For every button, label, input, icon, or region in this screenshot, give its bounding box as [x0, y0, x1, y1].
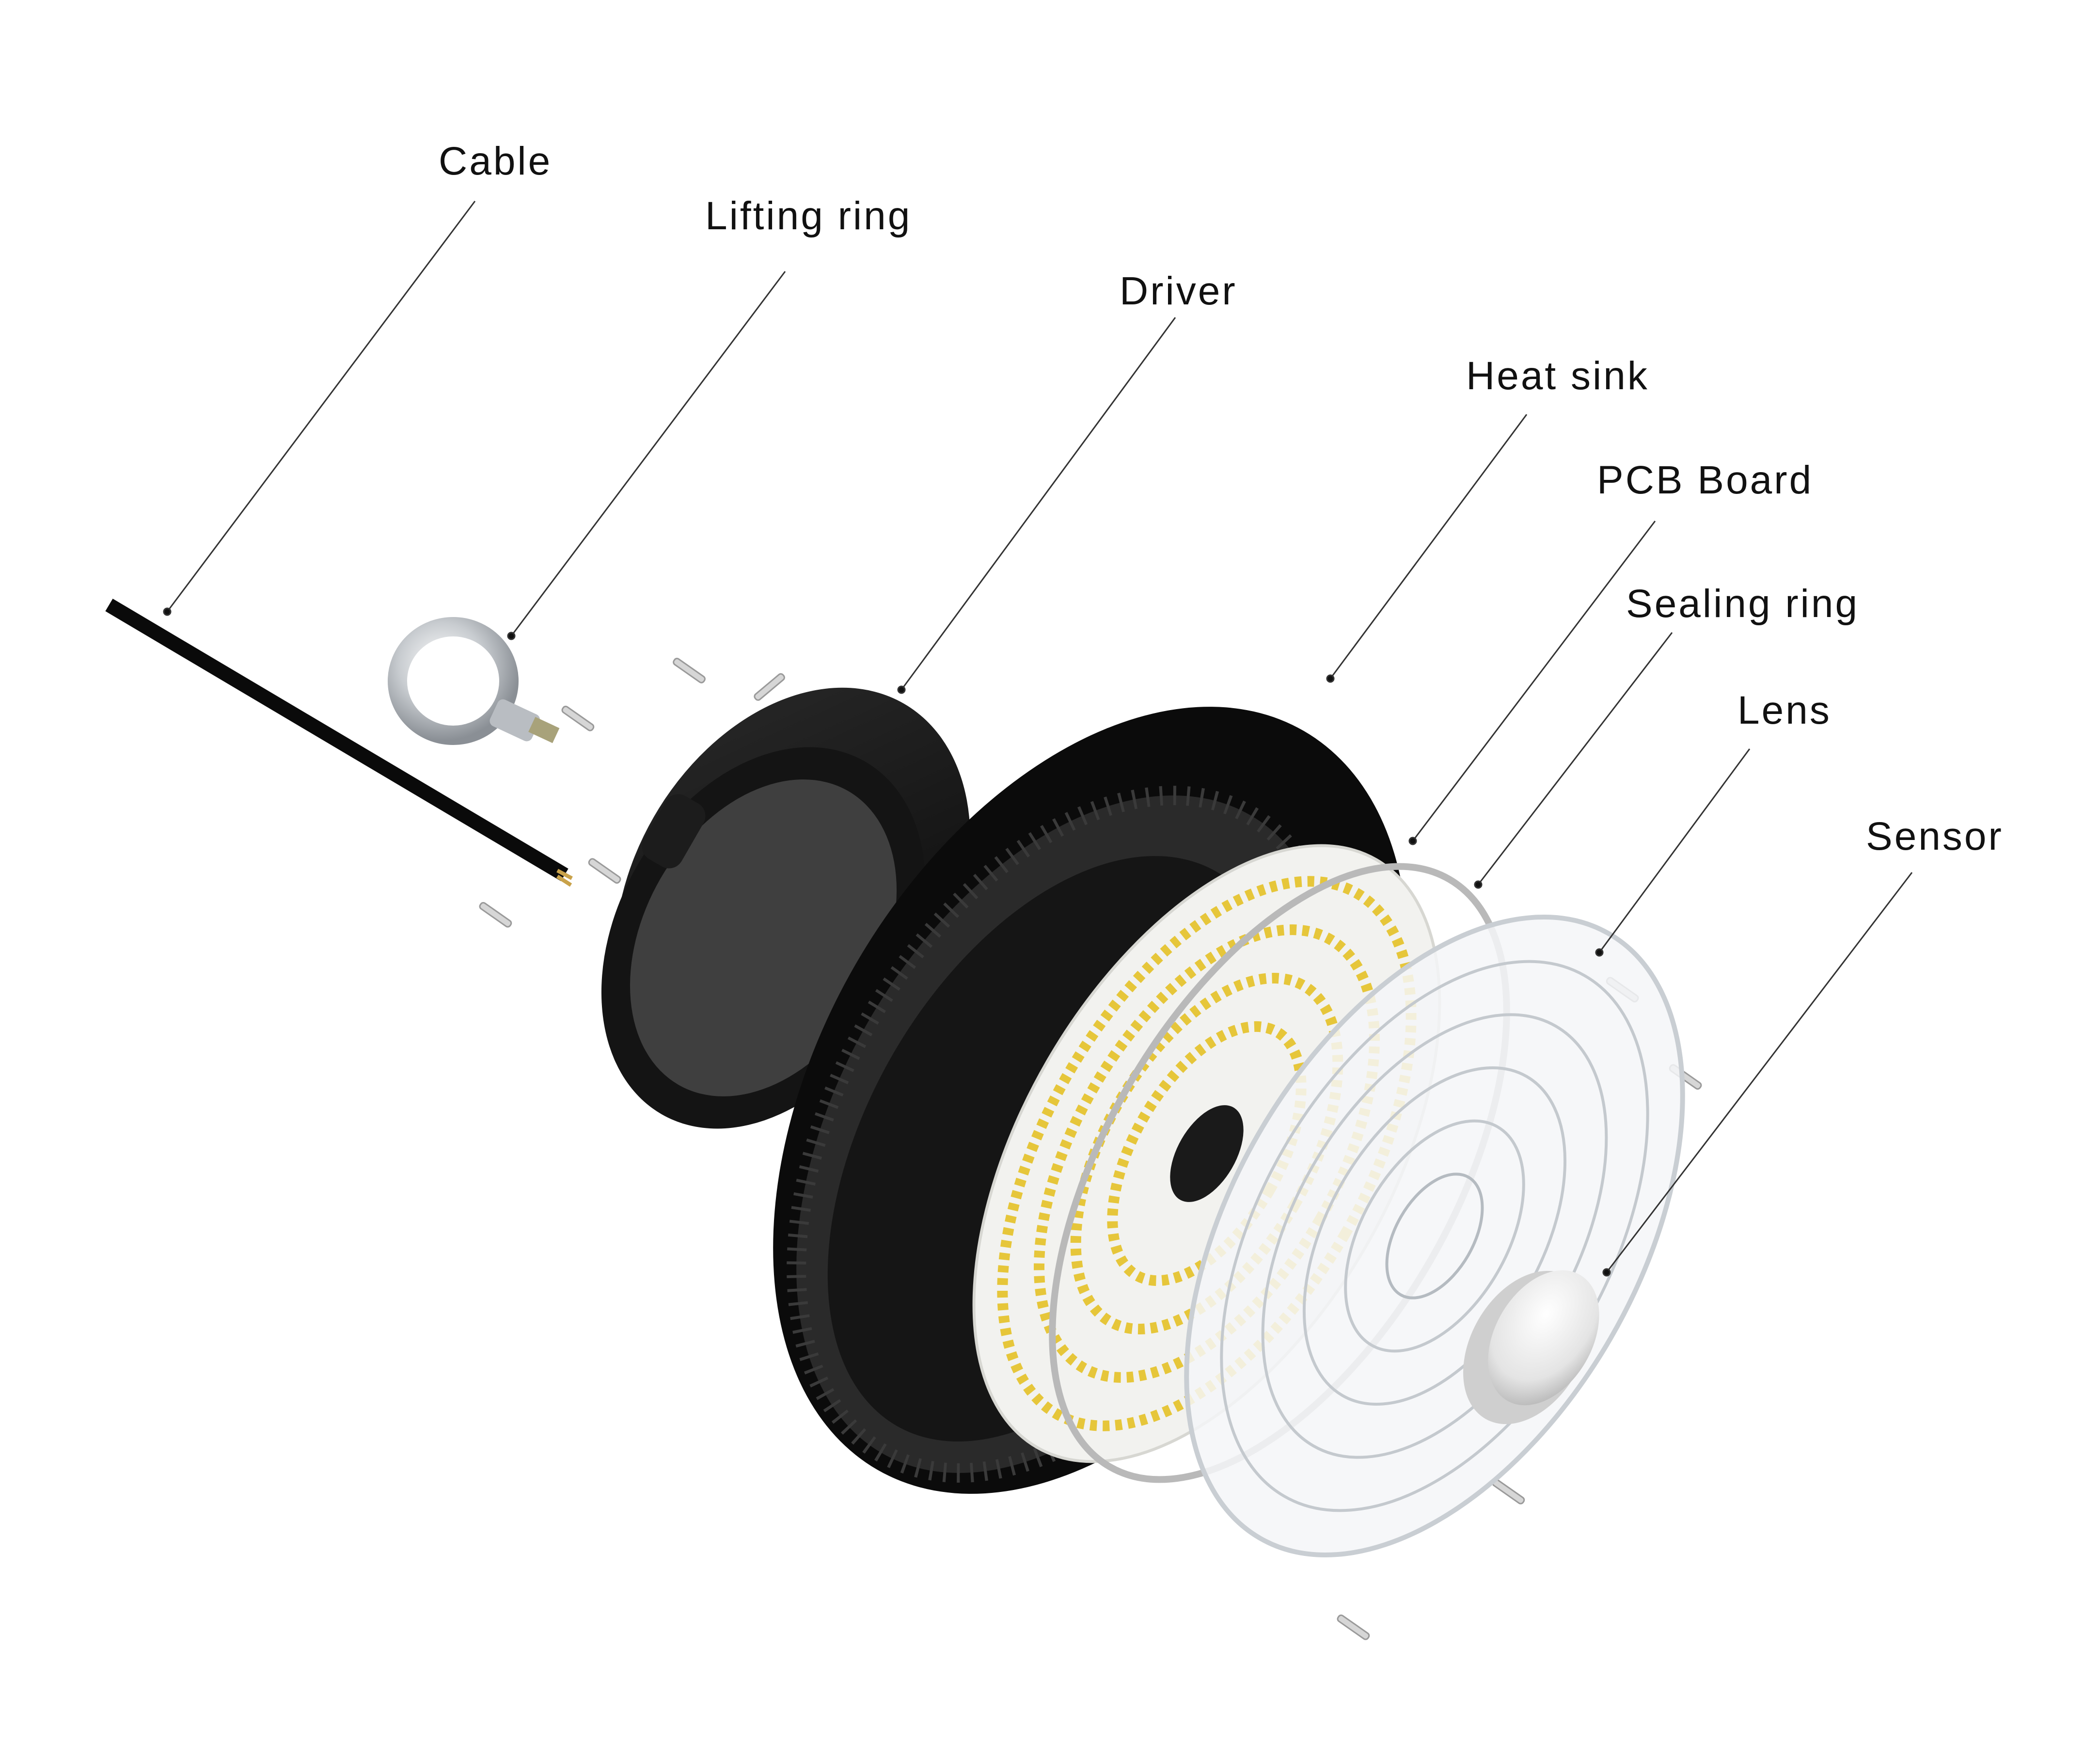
label-driver: Driver [1120, 271, 1237, 311]
label-pcb-board: PCB Board [1597, 460, 1813, 500]
label-lens: Lens [1737, 691, 1832, 730]
label-sensor: Sensor [1866, 817, 2004, 856]
label-sealing-ring: Sealing ring [1626, 584, 1859, 624]
label-cable: Cable [439, 142, 552, 181]
lifting-ring-part [397, 627, 559, 743]
label-lifting-ring: Lifting ring [705, 196, 912, 236]
label-heat-sink: Heat sink [1466, 356, 1649, 396]
